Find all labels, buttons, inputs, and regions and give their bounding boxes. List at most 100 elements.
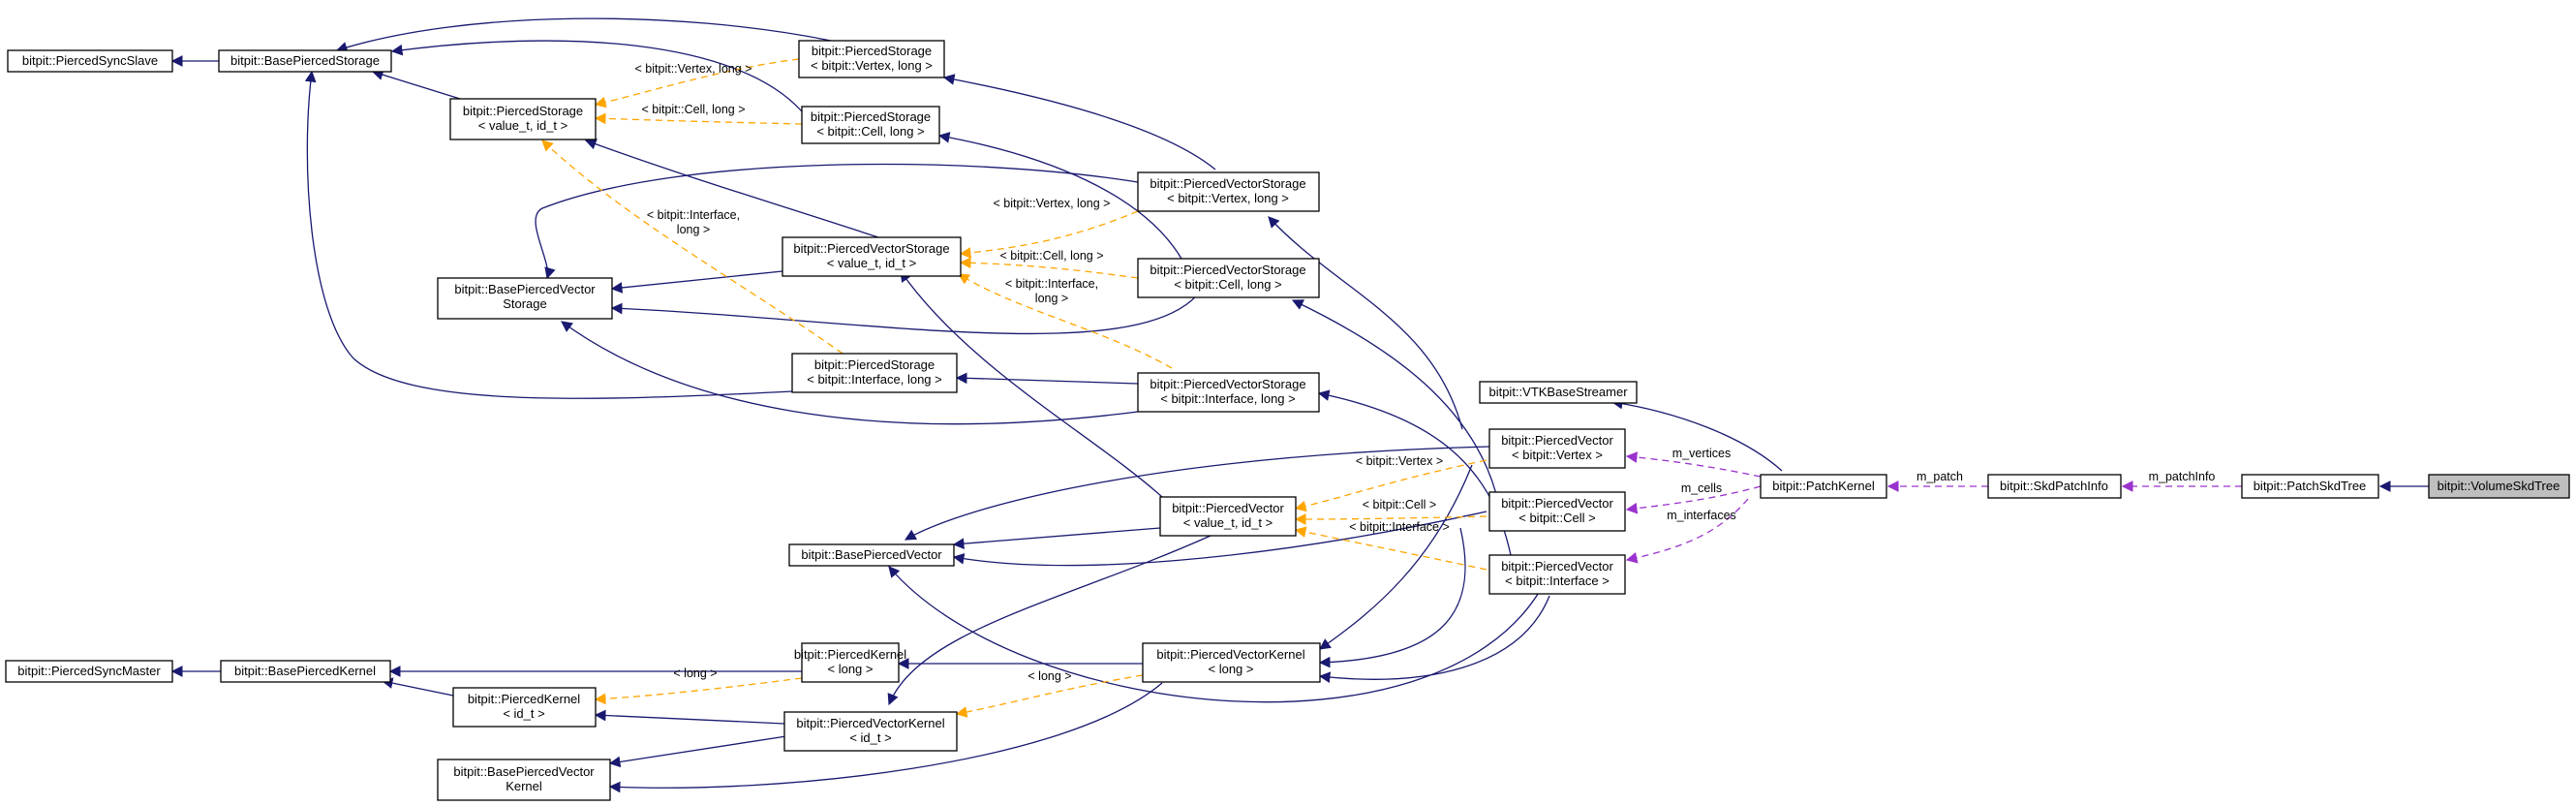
edge-pvsvertex-to-pvsgeneric: [959, 210, 1139, 259]
node-pierced-kernel-long[interactable]: bitpit::PiercedKernel< long >: [794, 642, 906, 683]
label-line: Storage: [503, 296, 547, 311]
node-label: bitpit::PiercedSyncSlave: [22, 53, 158, 68]
label-line: bitpit::PiercedStorage: [814, 357, 935, 372]
label-line: < value_t, id_t >: [478, 118, 568, 133]
edge-label-m-interfaces: m_interfaces: [1667, 509, 1736, 522]
label-line: bitpit::PiercedVectorStorage: [1150, 263, 1305, 277]
label-line: < bitpit::Vertex >: [1356, 454, 1443, 468]
node-label: bitpit::PiercedStorage< bitpit::Interfac…: [807, 357, 941, 387]
edge-patchkernel-uses-pvvertex: [1625, 451, 1762, 478]
node-pierced-storage-generic[interactable]: bitpit::PiercedStorage< value_t, id_t >: [449, 98, 597, 140]
label-line: < id_t >: [849, 730, 891, 745]
node-label: bitpit::PiercedVector< value_t, id_t >: [1172, 501, 1284, 530]
edge-label-m-cells: m_cells: [1681, 481, 1722, 495]
edge-pvscell-to-basepvstorage: [610, 290, 1202, 335]
label-line: < value_t, id_t >: [1183, 515, 1273, 530]
nodes: bitpit::PiercedSyncSlave bitpit::BasePie…: [5, 40, 2570, 801]
edge-labels: < bitpit::Vertex, long > < bitpit::Cell,…: [635, 62, 2216, 683]
edge-pvklong-to-pvkgeneric: [955, 674, 1144, 718]
edge-pvinterface-to-pvgeneric: [1294, 526, 1487, 571]
label-line: bitpit::BasePiercedStorage: [230, 53, 380, 68]
edge-psinterface-to-basepiercedstorage: [304, 70, 793, 399]
edge-pvsvertex-to-basepvstorage: [535, 163, 1139, 280]
node-pierced-storage-vertex-long[interactable]: bitpit::PiercedStorage< bitpit::Vertex, …: [798, 40, 945, 78]
edge-label-m-patch: m_patch: [1917, 470, 1963, 483]
edge-psvertex-to-psgeneric: [594, 58, 800, 108]
label-line: < bitpit::Interface,: [647, 208, 740, 222]
label-line: < bitpit::Vertex, long >: [811, 58, 933, 73]
label-line: bitpit::PiercedStorage: [811, 109, 931, 124]
label-line: bitpit::SkdPatchInfo: [2000, 479, 2108, 493]
node-label: bitpit::PiercedStorage< bitpit::Cell, lo…: [811, 109, 931, 139]
node-label: bitpit::SkdPatchInfo: [2000, 479, 2108, 493]
label-line: m_vertices: [1672, 447, 1731, 460]
node-pierced-vector-storage-interface-long[interactable]: bitpit::PiercedVectorStorage< bitpit::In…: [1137, 372, 1320, 413]
node-pierced-vector-kernel-generic[interactable]: bitpit::PiercedVectorKernel< id_t >: [783, 711, 958, 752]
node-base-pierced-vector[interactable]: bitpit::BasePiercedVector: [788, 543, 955, 567]
node-label: bitpit::PatchKernel: [1772, 479, 1875, 493]
label-line: < bitpit::Vertex, long >: [635, 62, 752, 76]
node-skd-patch-info[interactable]: bitpit::SkdPatchInfo: [1987, 474, 2122, 499]
node-pierced-vector-cell[interactable]: bitpit::PiercedVector< bitpit::Cell >: [1488, 491, 1626, 532]
node-label: bitpit::BasePiercedKernel: [234, 664, 376, 678]
label-line: bitpit::PiercedSyncSlave: [22, 53, 158, 68]
node-pierced-vector-generic[interactable]: bitpit::PiercedVector< value_t, id_t >: [1159, 496, 1297, 537]
node-label: bitpit::PiercedStorage< bitpit::Vertex, …: [811, 44, 933, 73]
node-pierced-vector-interface[interactable]: bitpit::PiercedVector< bitpit::Interface…: [1488, 554, 1626, 595]
label-line: bitpit::PatchSkdTree: [2254, 479, 2367, 493]
node-pierced-storage-cell-long[interactable]: bitpit::PiercedStorage< bitpit::Cell, lo…: [801, 106, 940, 144]
label-line: m_patchInfo: [2149, 470, 2216, 483]
label-line: bitpit::PiercedVector: [1172, 501, 1284, 515]
edge-label-cell-long: < bitpit::Cell, long >: [641, 103, 745, 116]
node-base-pierced-kernel[interactable]: bitpit::BasePiercedKernel: [220, 660, 391, 683]
label-line: bitpit::PiercedVector: [1501, 433, 1613, 448]
label-line: m_interfaces: [1667, 509, 1736, 522]
node-volume-skd-tree[interactable]: bitpit::VolumeSkdTree: [2428, 474, 2570, 499]
edge-psvertex-to-basepiercedstorage: [335, 17, 832, 53]
node-pierced-storage-interface-long[interactable]: bitpit::PiercedStorage< bitpit::Interfac…: [791, 353, 958, 393]
label-line: < bitpit::Cell, long >: [999, 249, 1103, 263]
node-patch-kernel[interactable]: bitpit::PatchKernel: [1760, 474, 1887, 499]
edge-label-cell: < bitpit::Cell >: [1363, 498, 1436, 512]
edge-label-m-vertices: m_vertices: [1672, 447, 1731, 460]
node-pierced-sync-master[interactable]: bitpit::PiercedSyncMaster: [5, 660, 173, 683]
node-base-pierced-storage[interactable]: bitpit::BasePiercedStorage: [218, 49, 392, 73]
label-line: < long >: [673, 666, 717, 680]
label-line: bitpit::PiercedVectorStorage: [793, 241, 949, 256]
edge-pvinterface-to-basepiercedvector: [888, 566, 1541, 703]
edge-label-interface-long: < bitpit::Interface,long >: [647, 208, 740, 236]
node-label: bitpit::PiercedKernel< long >: [794, 647, 906, 676]
node-pierced-vector-storage-generic[interactable]: bitpit::PiercedVectorStorage< value_t, i…: [782, 236, 962, 277]
node-pierced-kernel-generic[interactable]: bitpit::PiercedKernel< id_t >: [452, 687, 597, 728]
node-patch-skd-tree[interactable]: bitpit::PatchSkdTree: [2241, 474, 2379, 499]
node-pierced-vector-vertex[interactable]: bitpit::PiercedVector< bitpit::Vertex >: [1488, 428, 1626, 469]
node-label: bitpit::PiercedVector< bitpit::Vertex >: [1501, 433, 1613, 462]
edge-label-cell-long-2: < bitpit::Cell, long >: [999, 249, 1103, 263]
node-label: bitpit::PiercedVectorStorage< bitpit::Ce…: [1150, 263, 1305, 292]
edge-pvsinterface-to-pvsgeneric: [958, 273, 1173, 369]
node-pierced-vector-storage-vertex-long[interactable]: bitpit::PiercedVectorStorage< bitpit::Ve…: [1137, 171, 1320, 212]
edge-label-m-patchinfo: m_patchInfo: [2149, 470, 2216, 483]
edge-label-interface: < bitpit::Interface >: [1349, 520, 1450, 534]
label-line: bitpit::PiercedStorage: [812, 44, 932, 58]
edge-pvsvertex-to-psvertex: [942, 74, 1216, 170]
edge-pvvertex-to-basepiercedvector: [904, 446, 1490, 541]
label-line: < bitpit::Interface >: [1505, 574, 1610, 588]
node-pierced-vector-kernel-long[interactable]: bitpit::PiercedVectorKernel< long >: [1142, 642, 1321, 683]
node-label: bitpit::PiercedVectorStorage< bitpit::Ve…: [1150, 176, 1305, 205]
edge-pvgeneric-to-pvsgeneric: [900, 270, 1163, 498]
label-line: < long >: [828, 662, 874, 676]
label-line: < id_t >: [503, 706, 544, 721]
label-line: < bitpit::Interface >: [1349, 520, 1450, 534]
node-pierced-sync-slave[interactable]: bitpit::PiercedSyncSlave: [7, 49, 173, 73]
label-line: bitpit::PiercedVector: [1501, 559, 1613, 574]
edge-pvgeneric-to-basepiercedvector: [952, 527, 1161, 549]
edge-psinterface-to-psgeneric: [541, 140, 853, 361]
node-pierced-vector-storage-cell-long[interactable]: bitpit::PiercedVectorStorage< bitpit::Ce…: [1137, 258, 1320, 298]
node-vtk-base-streamer[interactable]: bitpit::VTKBaseStreamer: [1479, 381, 1638, 404]
label-line: bitpit::PatchKernel: [1772, 479, 1875, 493]
label-line: bitpit::BasePiercedVector: [801, 547, 942, 562]
